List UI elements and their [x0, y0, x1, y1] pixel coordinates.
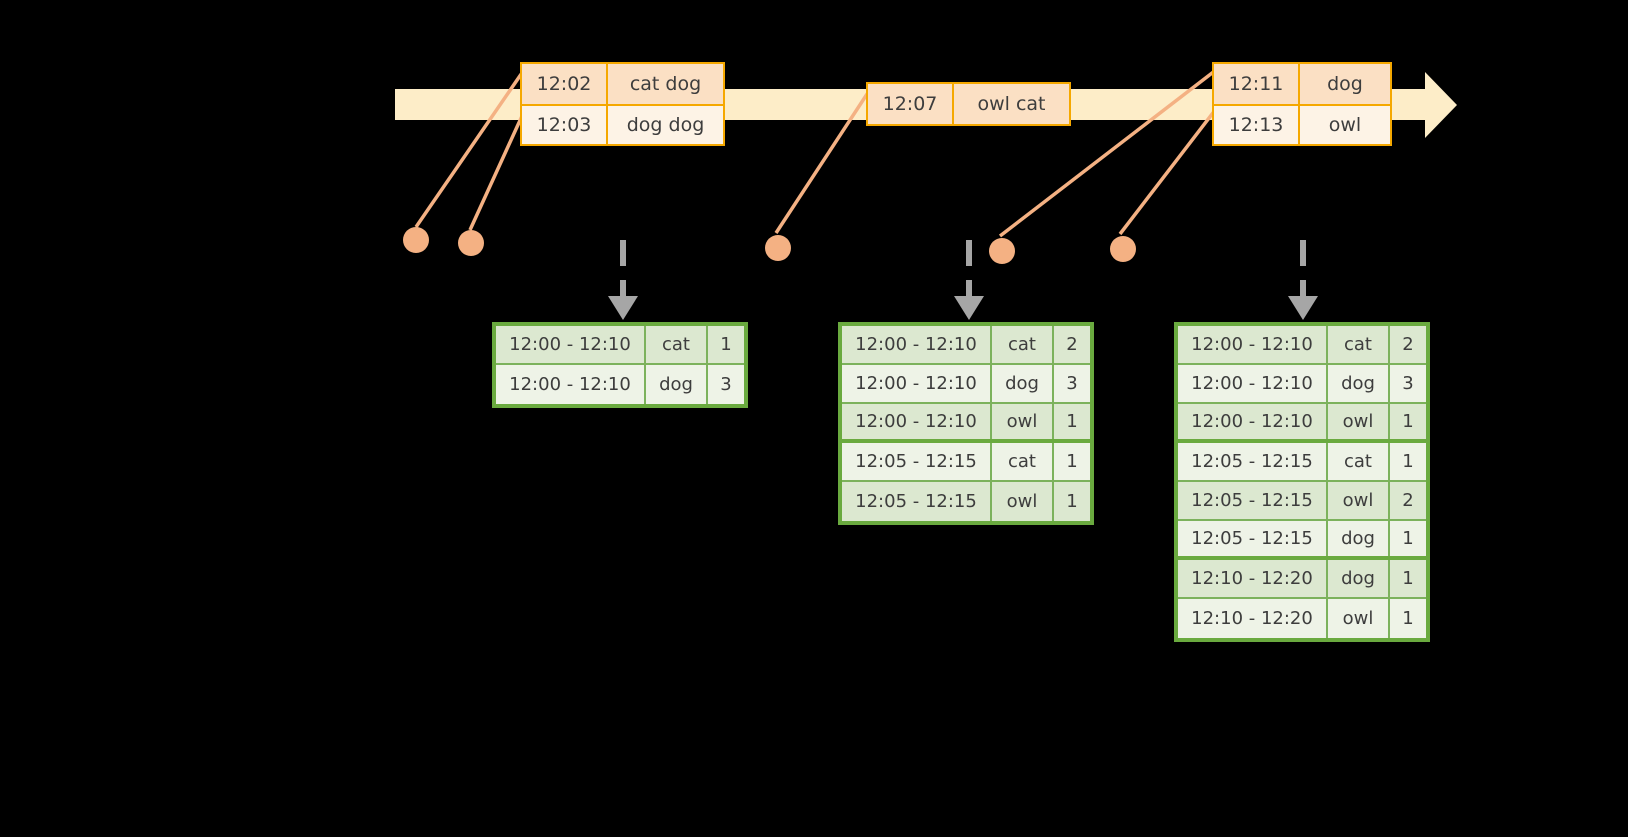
window-cell: 12:00 - 12:10 [842, 365, 992, 402]
count-cell: 2 [1054, 326, 1090, 363]
key-cell: dog [1328, 560, 1390, 597]
event-words: dog dog [626, 114, 705, 136]
event-words: owl cat [954, 84, 1069, 124]
event-box-1[interactable]: 12:02 cat dog 12:03 dog dog [520, 62, 725, 146]
event-time: 12:02 [522, 64, 608, 104]
event-words: owl [1328, 114, 1362, 136]
event-box-3[interactable]: 12:11 dog 12:13 owl [1212, 62, 1392, 146]
window-cell: 12:00 - 12:10 [496, 365, 646, 404]
window-cell: 12:10 - 12:20 [1178, 599, 1328, 638]
window-cell: 12:10 - 12:20 [1178, 560, 1328, 597]
timeline-arrowhead-icon [1425, 72, 1457, 138]
event-dot-1[interactable] [403, 227, 429, 253]
event-dot-3[interactable] [765, 235, 791, 261]
event-box-2[interactable]: 12:07 owl cat [866, 82, 1071, 126]
count-cell: 1 [1390, 521, 1426, 556]
key-cell: cat [992, 326, 1054, 363]
key-cell: dog [1328, 521, 1390, 556]
key-cell: owl [1328, 404, 1390, 439]
count-cell: 2 [1390, 482, 1426, 519]
event-time: 12:07 [868, 84, 954, 124]
window-cell: 12:00 - 12:10 [1178, 326, 1328, 363]
window-cell: 12:05 - 12:15 [842, 482, 992, 521]
emit-arrow-3-head-icon [1288, 296, 1318, 320]
key-cell: cat [992, 443, 1054, 480]
connector-2 [468, 104, 529, 231]
count-cell: 1 [1054, 482, 1090, 521]
event-row[interactable]: 12:13 owl [1214, 104, 1390, 144]
event-dot-2[interactable] [458, 230, 484, 256]
window-cell: 12:00 - 12:10 [1178, 404, 1328, 439]
window-cell: 12:00 - 12:10 [496, 326, 646, 363]
key-cell: cat [1328, 326, 1390, 363]
window-cell: 12:00 - 12:10 [842, 326, 992, 363]
emit-arrow-heads [608, 296, 1318, 320]
count-cell: 1 [1390, 599, 1426, 638]
window-cell: 12:00 - 12:10 [1178, 365, 1328, 402]
emit-arrow-2-head-icon [954, 296, 984, 320]
count-cell: 2 [1390, 326, 1426, 363]
key-cell: cat [1328, 443, 1390, 480]
event-time: 12:03 [522, 106, 608, 144]
event-row[interactable]: 12:07 owl cat [868, 84, 1069, 124]
event-dot-4[interactable] [989, 238, 1015, 264]
event-time: 12:13 [1214, 106, 1300, 144]
event-time: 12:11 [1214, 64, 1300, 104]
key-cell: owl [992, 404, 1054, 439]
key-cell: owl [992, 482, 1054, 521]
window-cell: 12:05 - 12:15 [1178, 482, 1328, 519]
window-cell: 12:05 - 12:15 [1178, 521, 1328, 556]
emit-arrow-1-head-icon [608, 296, 638, 320]
emit-arrow-lines [620, 240, 1306, 302]
event-row[interactable]: 12:02 cat dog [522, 64, 723, 104]
key-cell: dog [992, 365, 1054, 402]
key-cell: owl [1328, 482, 1390, 519]
event-dot-5[interactable] [1110, 236, 1136, 262]
count-cell: 1 [1390, 443, 1426, 480]
window-cell: 12:05 - 12:15 [842, 443, 992, 480]
count-cell: 3 [1054, 365, 1090, 402]
key-cell: owl [1328, 599, 1390, 638]
event-words: cat dog [608, 64, 723, 104]
connector-5 [1118, 103, 1221, 236]
count-cell: 3 [1390, 365, 1426, 402]
count-cell: 1 [1054, 443, 1090, 480]
count-cell: 1 [1054, 404, 1090, 439]
key-cell: dog [1328, 365, 1390, 402]
count-cell: 1 [1390, 404, 1426, 439]
count-cell: 3 [708, 365, 744, 404]
event-row[interactable]: 12:03 dog dog [522, 104, 723, 144]
event-row[interactable]: 12:11 dog [1214, 64, 1390, 104]
count-cell: 1 [708, 326, 744, 363]
window-cell: 12:05 - 12:15 [1178, 443, 1328, 480]
key-cell: dog [646, 365, 708, 404]
window-cell: 12:00 - 12:10 [842, 404, 992, 439]
event-words: dog [1300, 64, 1390, 104]
count-cell: 1 [1390, 560, 1426, 597]
key-cell: cat [646, 326, 708, 363]
